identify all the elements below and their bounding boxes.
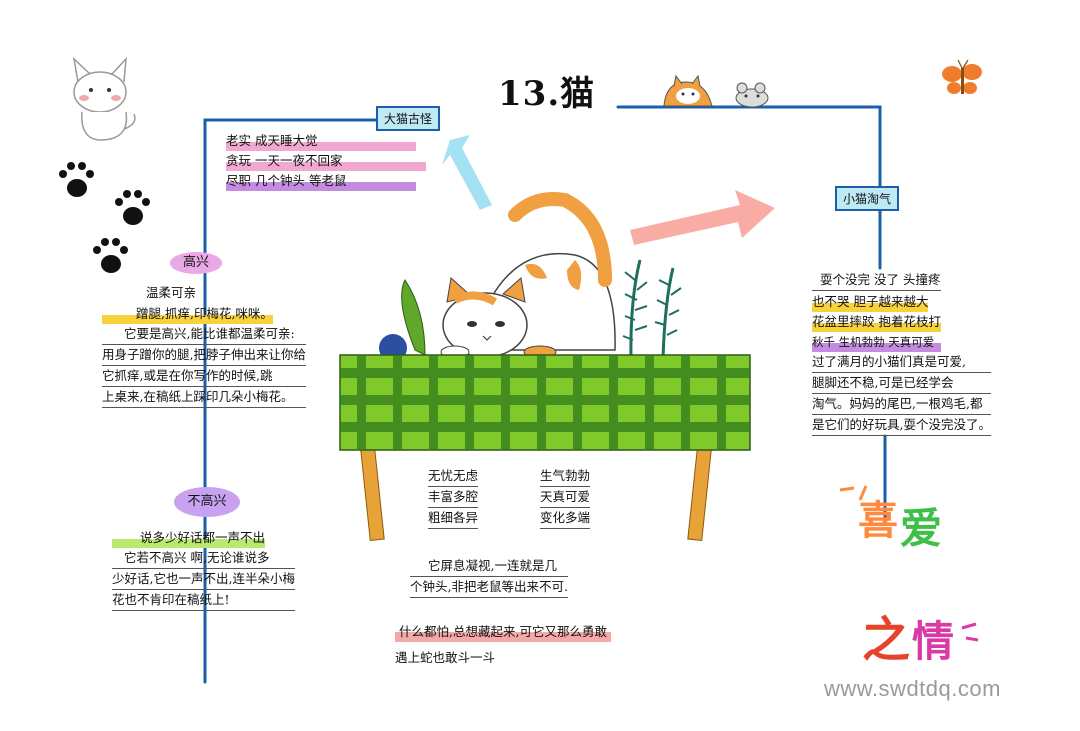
happy-line: 它要是高兴,能比谁都温柔可亲: [102,324,306,345]
watermark: www.swdtdq.com [824,676,1001,701]
list-item: 老实 成天睡大觉 [226,131,416,151]
right-para-line: 过了满月的小猫们真是可爱, [812,352,991,373]
cyan-arrow-icon [442,135,492,210]
word-item: 变化多端 [540,508,591,529]
word-item: 天真可爱 [540,487,591,508]
bottom-line: 它屏息凝视,一连就是几 [410,556,568,577]
right-list: 耍个没完 没了 头撞疼 也不哭 胆子越来越大 花盆里摔跤 抱着花枝打 秋千 生机… [812,270,941,352]
list-item: 尽职 几个钟头 等老鼠 [226,171,416,191]
paw-prints-icon [59,162,150,273]
happy-line: 它抓痒,或是在你写作的时候,跳 [102,366,306,387]
right-list-item: 花盆里摔跤 抱着花枝打 [812,312,941,332]
center-words-left: 无忧无虑 丰富多腔 粗细各异 [428,466,479,529]
unhappy-label: 不高兴 [174,487,240,517]
happy-section: 温柔可亲 蹭腿,抓痒,印梅花,咪咪。 它要是高兴,能比谁都温柔可亲: 用身子蹭你… [102,283,306,408]
unhappy-line: 说多少好话都一声不出 [112,528,266,548]
bottom-line: 个钟头,非把老鼠等出来不可. [410,577,568,598]
list-item: 贪玩 一天一夜不回家 [226,151,426,171]
tag-kitten: 小猫淘气 [835,186,900,211]
happy-line: 温柔可亲 [146,285,197,300]
page-title: 13.猫 [498,74,596,114]
unhappy-line: 少好话,它也一声不出,连半朵小梅 [112,569,295,590]
right-para-line: 腿脚还不稳,可是已经学会 [812,373,991,394]
deco-char-1: 喜 [858,497,898,544]
happy-line: 上桌来,在稿纸上踩印几朵小梅花。 [102,387,306,408]
center-words-right: 生气勃勃 天真可爱 变化多端 [540,466,591,529]
bunny-icon [72,56,136,141]
pink-arrow-icon [630,190,775,245]
word-item: 粗细各异 [428,508,479,529]
word-item: 生气勃勃 [540,466,591,487]
cat-on-table-illustration [339,192,751,542]
right-list-item: 耍个没完 没了 头撞疼 [812,270,941,291]
bottom-text: 它屏息凝视,一连就是几 个钟头,非把老鼠等出来不可. [410,556,568,598]
word-item: 丰富多腔 [428,487,479,508]
deco-char-3: 之 [862,612,911,668]
happy-label: 高兴 [170,252,222,274]
unhappy-line: 它若不高兴 啊,无论谁说多 [112,548,295,569]
deco-dashes [839,485,979,642]
happy-line: 用身子蹭你的腿,把脖子伸出来让你给 [102,345,306,366]
right-list-item: 也不哭 胆子越来越大 [812,292,929,312]
tag-big-cat: 大猫古怪 [376,106,441,131]
highlight-line: 遇上蛇也敢斗一斗 [395,650,496,665]
highlight-line: 什么都怕,总想藏起来,可它又那么勇敢 [395,622,611,642]
right-para-line: 淘气。妈妈的尾巴,一根鸡毛,都 [812,394,991,415]
butterfly-icon [942,59,982,94]
word-item: 无忧无虑 [428,466,479,487]
top-list: 老实 成天睡大觉 贪玩 一天一夜不回家 尽职 几个钟头 等老鼠 [226,131,426,191]
unhappy-line: 花也不肯印在稿纸上! [112,590,295,611]
deco-char-2: 爱 [900,504,943,553]
right-para-line: 是它们的好玩具,耍个没完没了。 [812,415,991,436]
deco-char-4: 情 [912,617,955,666]
right-list-item: 秋千 生机勃勃 天真可爱 [812,332,941,352]
right-paragraph: 过了满月的小猫们真是可爱, 腿脚还不稳,可是已经学会 淘气。妈妈的尾巴,一根鸡毛… [812,352,991,436]
unhappy-section: 说多少好话都一声不出 它若不高兴 啊,无论谁说多 少好话,它也一声不出,连半朵小… [112,527,295,611]
happy-line: 蹭腿,抓痒,印梅花,咪咪。 [102,304,273,324]
bottom-highlight: 什么都怕,总想藏起来,可它又那么勇敢 遇上蛇也敢斗一斗 [395,622,611,668]
small-cats-icon [663,74,769,108]
